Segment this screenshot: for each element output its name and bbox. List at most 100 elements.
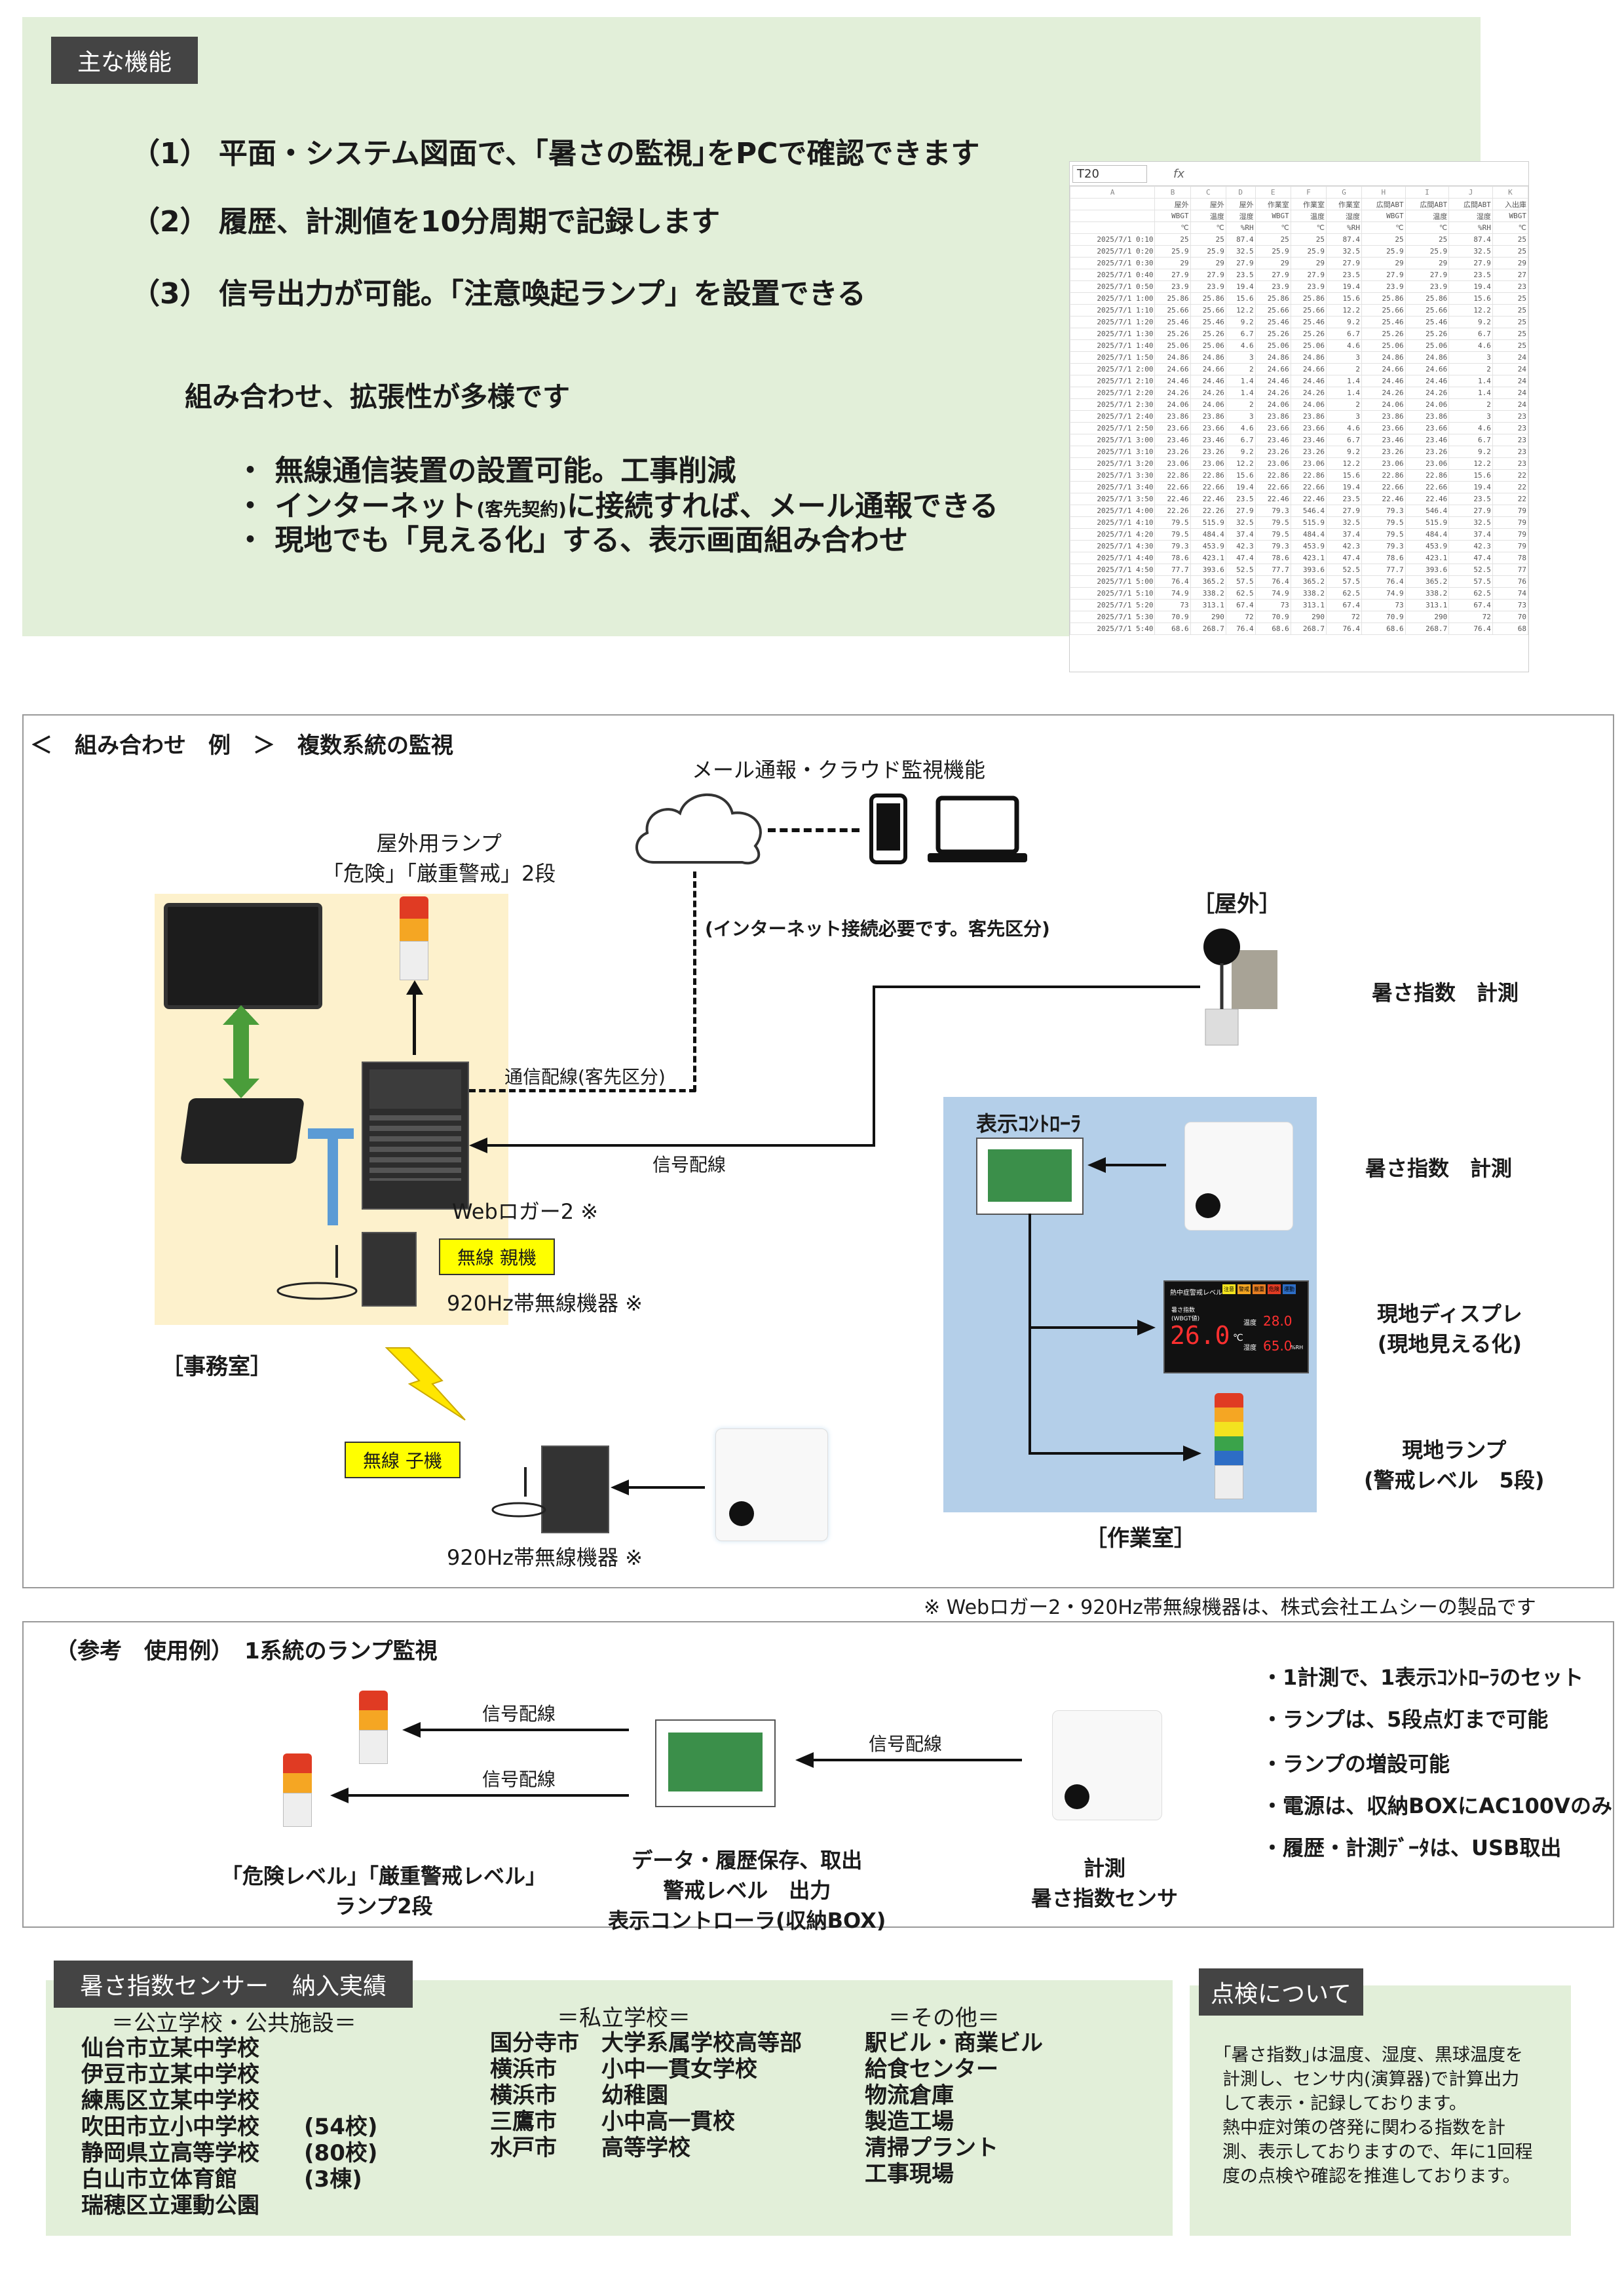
sheet-cell[interactable]: 62.5 (1448, 587, 1493, 600)
sheet-cell[interactable]: 2025/7/1 2:30 (1070, 398, 1156, 411)
sheet-cell[interactable]: 24.46 (1290, 375, 1327, 387)
sheet-cell[interactable]: %RH (1448, 221, 1493, 234)
sheet-cell[interactable]: 1.4 (1448, 387, 1493, 399)
sheet-cell[interactable]: 313.1 (1190, 599, 1226, 611)
sheet-cell[interactable]: 19.4 (1448, 481, 1493, 493)
sheet-cell[interactable]: 23.66 (1405, 422, 1450, 434)
sheet-cell[interactable]: WBGT (1361, 210, 1406, 222)
sheet-cell[interactable]: 湿度 (1325, 210, 1363, 222)
sheet-cell[interactable]: 2025/7/1 5:40 (1070, 622, 1156, 635)
sheet-cell[interactable]: 2025/7/1 4:50 (1070, 564, 1156, 576)
sheet-cell[interactable]: 23.46 (1255, 434, 1291, 446)
sheet-cell[interactable]: 湿度 (1225, 210, 1256, 222)
sheet-cell[interactable]: 25.9 (1190, 245, 1226, 258)
sheet-cell[interactable]: 23.06 (1405, 457, 1450, 470)
sheet-cell[interactable]: 2025/7/1 5:30 (1070, 611, 1156, 623)
sheet-cell[interactable]: 24.26 (1255, 387, 1291, 399)
sheet-cell[interactable]: 25.46 (1405, 316, 1450, 328)
sheet-cell[interactable]: 23.06 (1255, 457, 1291, 470)
sheet-cell[interactable]: 23.86 (1290, 410, 1327, 423)
sheet-cell[interactable]: 24.46 (1154, 375, 1191, 387)
sheet-cell[interactable]: 12.2 (1225, 304, 1256, 316)
sheet-cell[interactable]: 6.7 (1325, 328, 1363, 340)
sheet-cell[interactable]: 74.9 (1361, 587, 1406, 600)
sheet-cell[interactable]: 23.86 (1405, 410, 1450, 423)
sheet-cell[interactable]: 24.86 (1154, 351, 1191, 364)
sheet-cell[interactable]: 29 (1154, 257, 1191, 269)
sheet-cell[interactable]: 70.9 (1361, 611, 1406, 623)
sheet-cell[interactable]: 1.4 (1448, 375, 1493, 387)
sheet-cell[interactable]: 27.9 (1405, 269, 1450, 281)
sheet-cell[interactable]: 24.26 (1154, 387, 1191, 399)
sheet-cell[interactable]: 25.66 (1154, 304, 1191, 316)
sheet-cell[interactable]: 温度 (1405, 210, 1450, 222)
sheet-cell[interactable]: 79 (1492, 540, 1528, 552)
sheet-cell[interactable]: 25.26 (1405, 328, 1450, 340)
sheet-cell[interactable]: 1.4 (1325, 387, 1363, 399)
sheet-cell[interactable]: 29 (1492, 257, 1528, 269)
sheet-cell[interactable]: 2025/7/1 2:40 (1070, 410, 1156, 423)
sheet-cell[interactable]: 25.06 (1405, 339, 1450, 352)
sheet-cell[interactable]: 23.9 (1255, 280, 1291, 293)
sheet-cell[interactable]: 22.46 (1190, 493, 1226, 505)
sheet-cell[interactable]: 25.9 (1255, 245, 1291, 258)
sheet-cell[interactable]: 25.86 (1154, 292, 1191, 305)
sheet-cell[interactable]: 25.06 (1190, 339, 1226, 352)
sheet-cell[interactable]: H (1361, 186, 1406, 199)
sheet-cell[interactable]: 22 (1492, 469, 1528, 482)
sheet-cell[interactable]: 52.5 (1325, 564, 1363, 576)
sheet-cell[interactable]: 57.5 (1225, 575, 1256, 588)
sheet-cell[interactable]: 76 (1492, 575, 1528, 588)
sheet-cell[interactable]: 19.4 (1448, 280, 1493, 293)
sheet-cell[interactable]: 73 (1492, 599, 1528, 611)
sheet-cell[interactable]: 23.86 (1190, 410, 1226, 423)
sheet-cell[interactable]: 70 (1492, 611, 1528, 623)
sheet-cell[interactable]: 24.66 (1190, 363, 1226, 375)
sheet-cell[interactable]: 23 (1492, 457, 1528, 470)
sheet-cell[interactable]: 25.46 (1190, 316, 1226, 328)
sheet-cell[interactable]: 2 (1448, 398, 1493, 411)
sheet-cell[interactable]: 2025/7/1 0:40 (1070, 269, 1156, 281)
sheet-cell[interactable]: 12.2 (1325, 457, 1363, 470)
sheet-cell[interactable]: 268.7 (1190, 622, 1226, 635)
sheet-cell[interactable]: 22.66 (1255, 481, 1291, 493)
sheet-cell[interactable]: 453.9 (1405, 540, 1450, 552)
sheet-cell[interactable]: 25 (1405, 233, 1450, 246)
sheet-cell[interactable]: 29 (1255, 257, 1291, 269)
sheet-cell[interactable]: 515.9 (1405, 516, 1450, 529)
sheet-cell[interactable]: 23.46 (1190, 434, 1226, 446)
sheet-cell[interactable]: 78.6 (1154, 552, 1191, 564)
sheet-cell[interactable]: 79 (1492, 528, 1528, 541)
sheet-cell[interactable]: 29 (1361, 257, 1406, 269)
sheet-cell[interactable]: 3 (1448, 410, 1493, 423)
sheet-cell[interactable]: 3 (1448, 351, 1493, 364)
sheet-cell[interactable]: 24.46 (1255, 375, 1291, 387)
sheet-cell[interactable]: 77.7 (1154, 564, 1191, 576)
sheet-cell[interactable]: %RH (1225, 221, 1256, 234)
sheet-cell[interactable]: ℃ (1154, 221, 1191, 234)
sheet-cell[interactable]: 23.9 (1290, 280, 1327, 293)
sheet-cell[interactable]: 47.4 (1325, 552, 1363, 564)
sheet-cell[interactable]: 79.3 (1255, 505, 1291, 517)
sheet-cell[interactable]: 22 (1492, 481, 1528, 493)
sheet-cell[interactable]: 6.7 (1225, 434, 1256, 446)
sheet-cell[interactable]: 27 (1492, 269, 1528, 281)
sheet-cell[interactable]: 23 (1492, 446, 1528, 458)
sheet-cell[interactable]: 338.2 (1290, 587, 1327, 600)
sheet-cell[interactable]: 3 (1325, 410, 1363, 423)
sheet-cell[interactable]: F (1290, 186, 1327, 199)
sheet-cell[interactable]: 25.06 (1154, 339, 1191, 352)
sheet-cell[interactable]: 23.5 (1225, 493, 1256, 505)
sheet-cell[interactable]: 79.3 (1154, 540, 1191, 552)
sheet-cell[interactable]: 57.5 (1325, 575, 1363, 588)
sheet-cell[interactable]: C (1190, 186, 1226, 199)
sheet-cell[interactable]: 515.9 (1190, 516, 1226, 529)
sheet-cell[interactable]: 79.5 (1255, 516, 1291, 529)
sheet-cell[interactable]: 23.46 (1154, 434, 1191, 446)
sheet-cell[interactable]: 25.9 (1290, 245, 1327, 258)
sheet-cell[interactable]: 9.2 (1225, 316, 1256, 328)
sheet-cell[interactable]: 4.6 (1448, 422, 1493, 434)
sheet-cell[interactable]: 24.26 (1405, 387, 1450, 399)
sheet-cell[interactable]: 24.86 (1290, 351, 1327, 364)
sheet-cell[interactable]: 25.46 (1290, 316, 1327, 328)
